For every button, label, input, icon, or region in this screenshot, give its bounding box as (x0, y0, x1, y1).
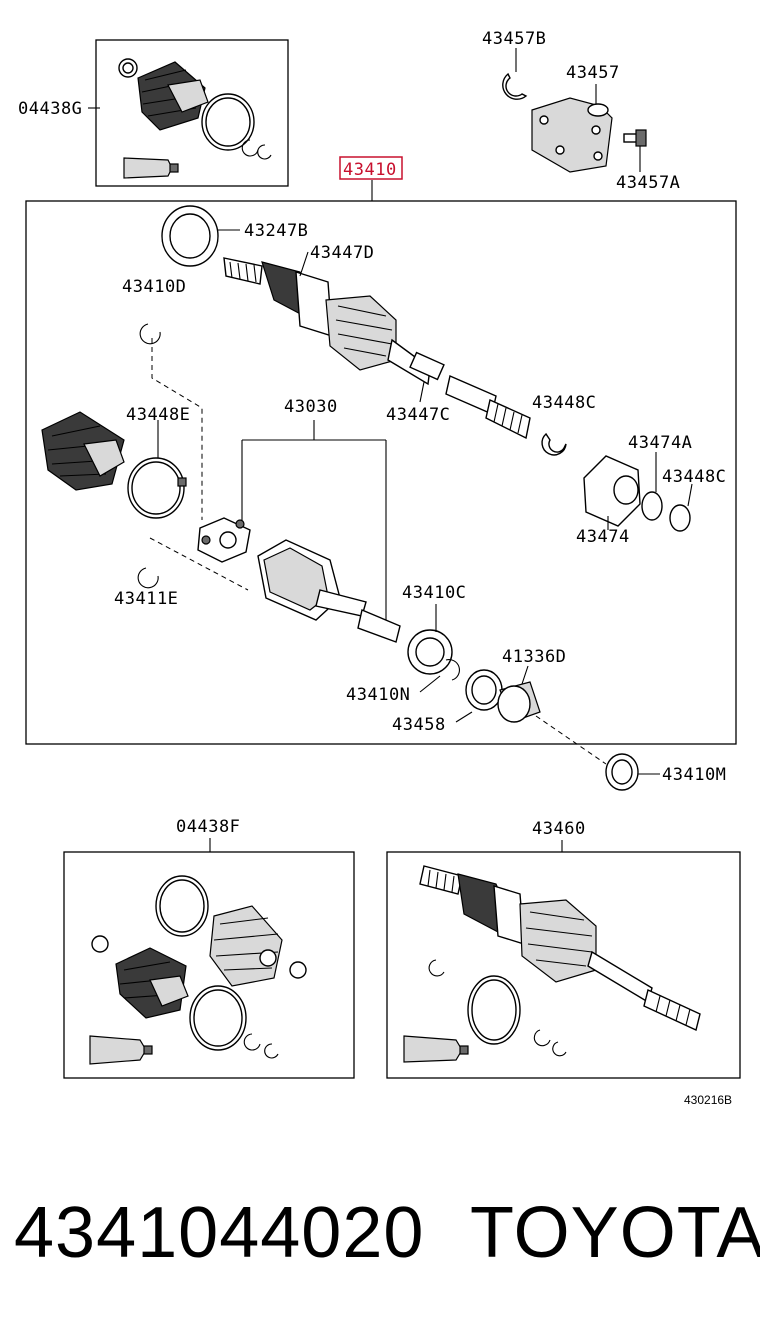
outer-shaft-box (386, 851, 741, 1079)
kit-04438g-box (88, 39, 289, 187)
label-clamp-c: 43448C (532, 393, 596, 413)
main-assembly-box (25, 200, 737, 745)
label-bearing-bracket: 43458 (392, 715, 446, 735)
label-clamp-c2: 43448C (662, 467, 726, 487)
label-snap-ring-e: 43411E (114, 589, 178, 609)
figure-code: 430216B (684, 1093, 732, 1107)
label-damper-ring: 43474A (628, 433, 692, 453)
label-inner-boot-clamp: 43448E (126, 405, 190, 425)
label-snap-ring-d: 43410D (122, 277, 186, 297)
main-assembly-highlight (339, 156, 403, 180)
damper-group (583, 452, 693, 532)
label-outer-clamp: 43447D (310, 243, 374, 263)
brand-name: TOYOTA (470, 1193, 760, 1273)
bracket-group (502, 48, 647, 173)
label-bearing-retainer: 41336D (502, 647, 566, 667)
kit-04438f-box (63, 851, 355, 1079)
inner-boot (41, 411, 187, 519)
label-bracket-bolt: 43457A (616, 173, 680, 193)
label-snap-ring-n: 43410N (346, 685, 410, 705)
label-inner-joint: 43030 (284, 397, 338, 417)
label-kit-outer: 04438G (18, 99, 82, 119)
label-bracket-ring: 43457B (482, 29, 546, 49)
label-bracket: 43457 (566, 63, 620, 83)
dust-seal (161, 205, 240, 267)
outer-cv-joint (223, 257, 531, 440)
inner-joint-group (197, 420, 460, 681)
part-number: 4341044020 (14, 1193, 425, 1273)
label-damper: 43474 (576, 527, 630, 547)
label-seal-m: 43410M (662, 765, 726, 785)
label-dust-seal: 43247B (244, 221, 308, 241)
label-bearing: 43410C (402, 583, 466, 603)
label-outer-shaft: 43460 (532, 819, 586, 839)
label-kit-inner: 04438F (176, 817, 240, 837)
label-main-assembly[interactable]: 43410 (343, 160, 397, 180)
label-outer-clamp-c: 43447C (386, 405, 450, 425)
bearing-retainer-group (419, 665, 541, 723)
